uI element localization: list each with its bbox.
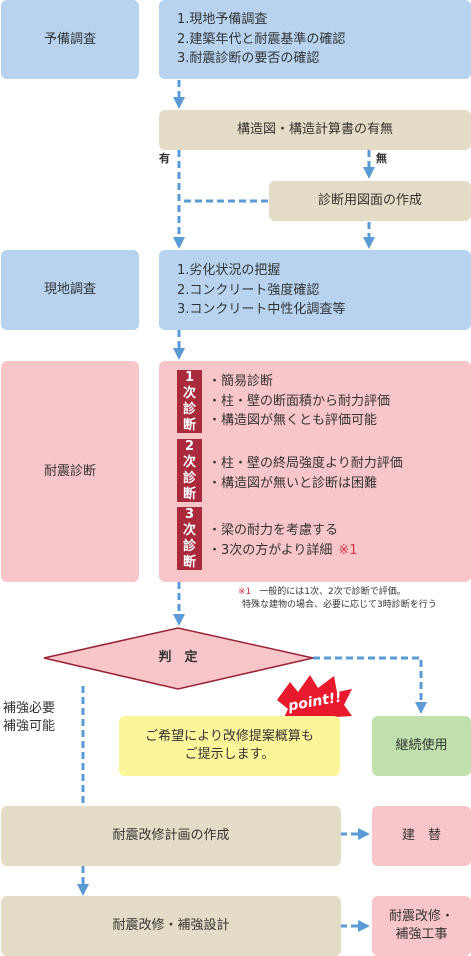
branch-yes-label: 有 <box>159 152 170 165</box>
proposal-box: ご希望により改修提案概算も ご提示します。 <box>119 716 340 776</box>
tier-2-list: ・柱・壁の終局強度より耐力評価 ・構造図が無いと診断は困難 <box>208 454 403 493</box>
list-item: 3.耐震診断の要否の確認 <box>177 51 320 66</box>
list-item: 2.建築年代と耐震基準の確認 <box>177 31 346 47</box>
step-site-survey-label: 現地調査 <box>1 250 139 330</box>
footnote-mark: ※1 <box>238 587 252 597</box>
list-item: ・柱・壁の終局強度より耐力評価 <box>208 456 403 471</box>
step-seismic-diagnosis-label: 耐震診断 <box>1 361 139 582</box>
step-create-drawings: 診断用図面の作成 <box>269 181 471 221</box>
step-rebuild: 建 替 <box>372 806 471 866</box>
reinforce-branch-label: 補強必要 補強可能 <box>3 701 56 734</box>
judgement-label: 判 定 <box>158 650 198 665</box>
list-item: ・柱・壁の断面積から耐力評価 <box>208 393 391 409</box>
step-seismic-diagnosis-details <box>159 361 471 582</box>
step-drawings-check: 構造図・構造計算書の有無 <box>159 110 471 150</box>
tier-3-list: ・梁の耐力を考慮する ・3次の方がより詳細※1 <box>208 521 358 560</box>
branch-no-label: 無 <box>376 152 387 165</box>
list-item: 3.コンクリート中性化調査等 <box>177 302 346 317</box>
step-retrofit-work: 耐震改修・ 補強工事 <box>372 896 471 956</box>
footnote-mark: ※1 <box>338 542 358 558</box>
list-item: 2.コンクリート強度確認 <box>177 282 320 298</box>
tier-1-list: ・簡易診断 ・柱・壁の断面積から耐力評価 ・構造図が無くとも評価可能 <box>208 372 390 431</box>
judgement-diamond <box>43 627 314 690</box>
step-preliminary-label: 予備調査 <box>1 0 139 79</box>
list-item: ・簡易診断 <box>208 374 274 389</box>
step-retrofit-plan: 耐震改修計画の作成 <box>1 806 341 866</box>
list-item: ・構造図が無いと診断は困難 <box>208 475 378 491</box>
step-retrofit-design: 耐震改修・補強設計 <box>1 896 341 956</box>
list-item: 1.現地予備調査 <box>177 12 268 27</box>
list-item: ・構造図が無くとも評価可能 <box>208 413 378 428</box>
step-preliminary-details: 1.現地予備調査 2.建築年代と耐震基準の確認 3.耐震診断の要否の確認 <box>159 0 471 79</box>
list-item: 1.劣化状況の把握 <box>177 263 281 278</box>
list-item: ・3次の方がより詳細※1 <box>208 542 358 558</box>
list-item: ・梁の耐力を考慮する <box>208 523 339 538</box>
step-site-survey-details: 1.劣化状況の把握 2.コンクリート強度確認 3.コンクリート中性化調査等 <box>159 250 471 330</box>
step-continue-use: 継続使用 <box>372 716 471 776</box>
